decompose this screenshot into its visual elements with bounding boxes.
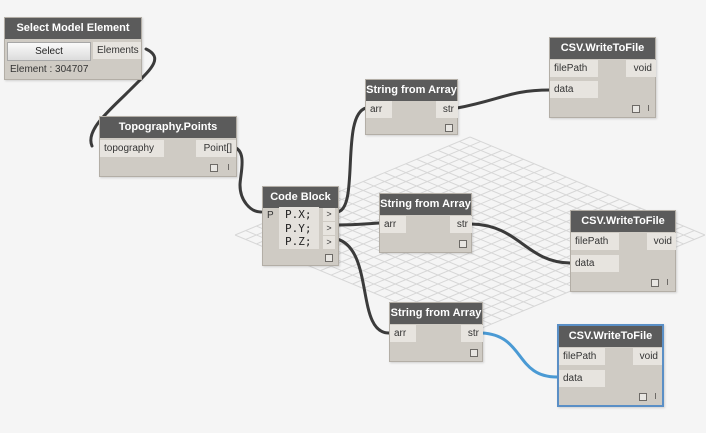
element-id-label: Element : 304707 [10, 64, 89, 75]
output-port-str[interactable]: str [461, 325, 483, 342]
csv-write-node-1[interactable]: CSV.WriteToFile filePath data void [549, 37, 656, 118]
wire-elements-to-topography[interactable] [89, 47, 157, 148]
node-title: CSV.WriteToFile [559, 326, 662, 347]
resize-handle-icon[interactable] [228, 164, 229, 170]
input-port-arr[interactable]: arr [366, 101, 392, 118]
input-port-arr[interactable]: arr [380, 216, 406, 233]
topography-points-node[interactable]: Topography.Points topography Point[] [99, 116, 237, 177]
node-title: String from Array [380, 194, 471, 215]
output-port-void[interactable]: void [647, 233, 676, 250]
input-port-topography[interactable]: topography [100, 140, 164, 157]
input-port-filepath[interactable]: filePath [571, 233, 619, 250]
code-line-1: P.X; [285, 208, 312, 221]
input-port-filepath[interactable]: filePath [559, 348, 605, 365]
output-port-line-2[interactable]: > [323, 222, 335, 235]
resize-handle-icon[interactable] [655, 393, 656, 399]
node-title: CSV.WriteToFile [550, 38, 655, 59]
preview-toggle-icon[interactable] [470, 349, 478, 357]
input-port-arr[interactable]: arr [390, 325, 416, 342]
output-port-void[interactable]: void [633, 348, 662, 365]
string-from-array-node-3[interactable]: String from Array arr str [389, 302, 483, 362]
node-title: Select Model Element [5, 18, 141, 39]
input-port-data[interactable]: data [559, 370, 605, 387]
code-block-mode-label: P [267, 210, 274, 221]
output-port-elements[interactable]: Elements [93, 42, 141, 59]
output-port-str[interactable]: str [436, 101, 458, 118]
output-port-void[interactable]: void [626, 60, 656, 77]
node-title: String from Array [390, 303, 482, 324]
wire-py-to-sfa2[interactable] [335, 221, 382, 227]
code-line-2: P.Y; [285, 222, 312, 235]
csv-write-node-3[interactable]: CSV.WriteToFile filePath data void [557, 324, 664, 407]
string-from-array-node-1[interactable]: String from Array arr str [365, 79, 458, 135]
string-from-array-node-2[interactable]: String from Array arr str [379, 193, 472, 253]
input-port-data[interactable]: data [571, 255, 619, 272]
wire-sfa1-to-csv1[interactable] [455, 88, 552, 110]
csv-write-node-2[interactable]: CSV.WriteToFile filePath data void [570, 210, 676, 292]
node-title: String from Array [366, 80, 457, 101]
resize-handle-icon[interactable] [648, 105, 649, 111]
wire-px-to-sfa1[interactable] [335, 106, 368, 214]
code-editor[interactable]: P.X; P.Y; P.Z; [279, 207, 319, 249]
output-port-points[interactable]: Point[] [196, 140, 236, 157]
wire-points-to-codeblock[interactable] [231, 145, 263, 214]
preview-toggle-icon[interactable] [325, 254, 333, 262]
preview-toggle-icon[interactable] [639, 393, 647, 401]
input-port-filepath[interactable]: filePath [550, 60, 598, 77]
preview-toggle-icon[interactable] [459, 240, 467, 248]
node-title: Code Block [263, 187, 338, 208]
preview-toggle-icon[interactable] [632, 105, 640, 113]
wire-sfa3-to-csv3[interactable] [481, 331, 559, 379]
select-model-element-node[interactable]: Select Model Element Select Elements Ele… [4, 17, 142, 80]
preview-toggle-icon[interactable] [651, 279, 659, 287]
output-port-line-3[interactable]: > [323, 236, 335, 249]
select-button[interactable]: Select [7, 42, 91, 61]
preview-toggle-icon[interactable] [210, 164, 218, 172]
output-port-str[interactable]: str [450, 216, 472, 233]
input-port-data[interactable]: data [550, 81, 598, 98]
wire-sfa2-to-csv2[interactable] [469, 222, 572, 265]
resize-handle-icon[interactable] [667, 279, 668, 285]
node-title: CSV.WriteToFile [571, 211, 675, 232]
preview-toggle-icon[interactable] [445, 124, 453, 132]
node-title: Topography.Points [100, 117, 236, 138]
output-port-line-1[interactable]: > [323, 208, 335, 221]
code-line-3: P.Z; [285, 235, 312, 248]
code-block-node[interactable]: Code Block P P.X; P.Y; P.Z; > > > [262, 186, 339, 266]
wire-pz-to-sfa3[interactable] [335, 237, 392, 335]
